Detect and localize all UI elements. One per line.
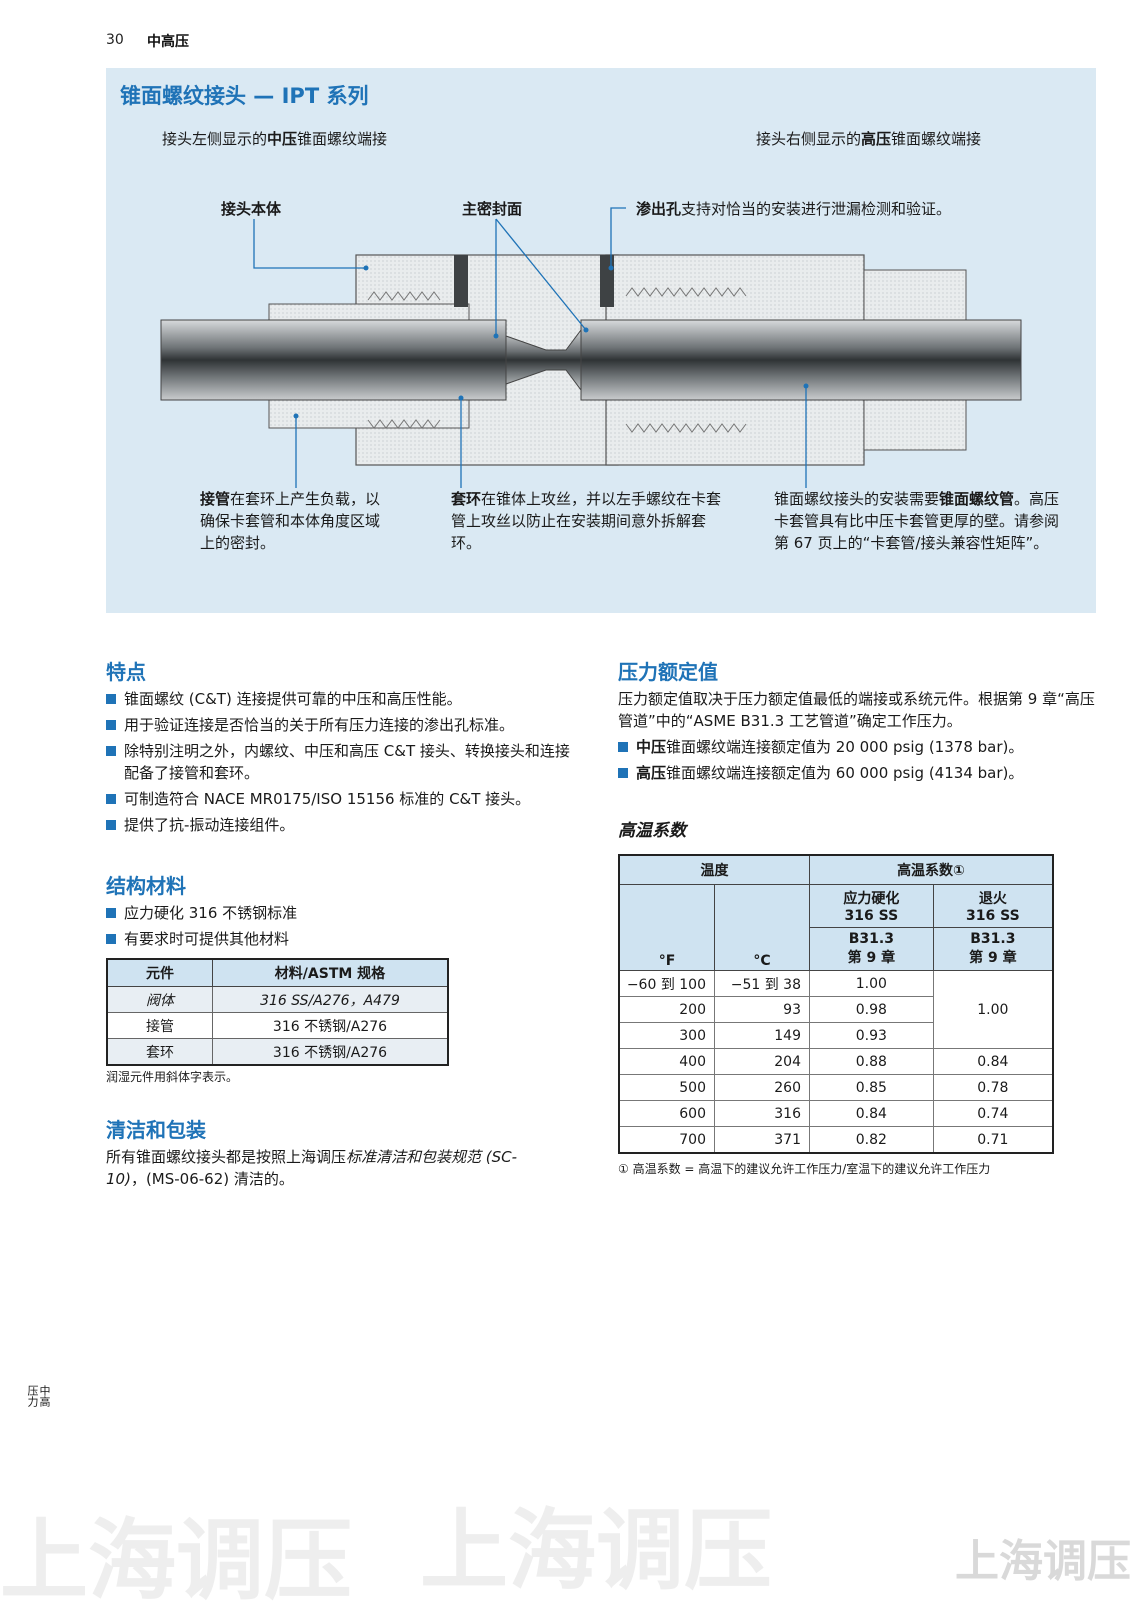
temp-c-cell: 316 [714, 1100, 810, 1127]
hardened-cell: 0.82 [809, 1126, 934, 1154]
annealed-cell: 0.74 [932, 1100, 1054, 1127]
temp-f-cell: 300 [618, 1022, 715, 1049]
annealed-cell: 0.78 [932, 1074, 1054, 1101]
temp-c-cell: 149 [714, 1022, 810, 1049]
temp-c-cell: 93 [714, 996, 810, 1023]
code-header-hardened: B31.3 第 9 章 [809, 927, 934, 971]
watermark-text: 上海调压 [420, 1499, 773, 1602]
hardened-cell: 0.98 [809, 996, 934, 1023]
figure-subtitle-left: 接头左侧显示的中压锥面螺纹端接 [162, 130, 388, 148]
part-cell: 阀体 [106, 986, 213, 1013]
list-item: 锥面螺纹 (C&T) 连接提供可靠的中压和高压性能。 [106, 688, 581, 710]
hardened-cell: 0.84 [809, 1100, 934, 1127]
code-header-annealed: B31.3 第 9 章 [932, 927, 1054, 971]
temp-c-cell: 260 [714, 1074, 810, 1101]
table-row: 700 371 0.82 0.71 [618, 1126, 1054, 1154]
column-header-f: °F [618, 884, 715, 971]
list-item: 提供了抗-振动连接组件。 [106, 814, 581, 836]
temp-f-cell: −60 到 100 [618, 970, 715, 997]
side-tab-label: 中高 压力 [26, 1385, 51, 1407]
column-header-hardened: 应力硬化 316 SS [809, 884, 934, 928]
column-header-c: °C [714, 884, 810, 971]
column-header: 高温系数① [809, 854, 1054, 885]
callout-tubing: 锥面螺纹接头的安装需要锥面螺纹管。高压卡套管具有比中压卡套管更厚的壁。请参阅第 … [774, 490, 1060, 552]
page-number: 30 [106, 32, 124, 48]
table-row: 阀体 316 SS/A276，A479 [106, 986, 449, 1013]
features-heading: 特点 [106, 660, 146, 684]
temp-c-cell: 204 [714, 1048, 810, 1075]
figure-subtitle-right: 接头右侧显示的高压锥面螺纹端接 [756, 130, 982, 148]
figure-panel: 锥面螺纹接头 — IPT 系列 接头左侧显示的中压锥面螺纹端接 接头右侧显示的高… [106, 68, 1096, 613]
list-item: 可制造符合 NACE MR0175/ISO 15156 标准的 C&T 接头。 [106, 788, 581, 810]
table-row: 500 260 0.85 0.78 [618, 1074, 1054, 1101]
table-row: 套环 316 不锈钢/A276 [106, 1038, 449, 1066]
column-header: 元件 [106, 958, 213, 987]
temp-f-cell: 400 [618, 1048, 715, 1075]
callout-gland: 接管在套环上产生负载，以确保卡套管和本体角度区域上的密封。 [200, 490, 381, 552]
list-item: 中压锥面螺纹端连接额定值为 20 000 psig (1378 bar)。 [618, 736, 1098, 758]
watermark-text: 上海调压 [0, 1509, 353, 1612]
temp-f-cell: 700 [618, 1126, 715, 1154]
list-item: 用于验证连接是否恰当的关于所有压力连接的渗出孔标准。 [106, 714, 581, 736]
temp-f-cell: 200 [618, 996, 715, 1023]
high-temp-heading: 高温系数 [618, 821, 686, 841]
pressure-text: 压力额定值取决于压力额定值最低的端接或系统元件。根据第 9 章“高压管道”中的“… [618, 690, 1095, 730]
watermark-logo: 上海调压 [955, 1536, 1131, 1587]
pressure-heading: 压力额定值 [618, 660, 718, 684]
material-cell: 316 SS/A276，A479 [212, 986, 449, 1013]
list-item: 应力硬化 316 不锈钢标准 [106, 902, 506, 924]
temp-f-cell: 600 [618, 1100, 715, 1127]
table-row: −60 到 100 −51 到 38 1.00 1.00 [618, 970, 1054, 1049]
part-cell: 套环 [106, 1038, 213, 1066]
callout-collar: 套环在锥体上攻丝，并以左手螺纹在卡套管上攻丝以防止在安装期间意外拆解套环。 [451, 490, 722, 552]
hardened-cell: 1.00 [809, 970, 934, 997]
label-weep-hole: 渗出孔支持对恰当的安装进行泄漏检测和验证。 [636, 200, 952, 218]
column-header: 材料/ASTM 规格 [212, 958, 449, 987]
materials-table: 元件 材料/ASTM 规格 阀体 316 SS/A276，A479 接管 316… [106, 958, 449, 1066]
annealed-cell: 0.84 [932, 1048, 1054, 1075]
materials-heading: 结构材料 [106, 874, 186, 898]
annealed-cell: 1.00 [932, 970, 1054, 1049]
hardened-cell: 0.88 [809, 1048, 934, 1075]
temp-c-cell: −51 到 38 [714, 970, 810, 997]
list-item: 除特别注明之外，内螺纹、中压和高压 C&T 接头、转换接头和连接配备了接管和套环… [106, 740, 581, 784]
features-list: 锥面螺纹 (C&T) 连接提供可靠的中压和高压性能。 用于验证连接是否恰当的关于… [106, 688, 581, 840]
table-row: 接管 316 不锈钢/A276 [106, 1012, 449, 1039]
table-row: 400 204 0.88 0.84 [618, 1048, 1054, 1075]
materials-list: 应力硬化 316 不锈钢标准 有要求时可提供其他材料 [106, 902, 506, 954]
hardened-cell: 0.85 [809, 1074, 934, 1101]
figure-title: 锥面螺纹接头 — IPT 系列 [120, 84, 369, 108]
column-header-annealed: 退火 316 SS [932, 884, 1054, 928]
table-header-row: 元件 材料/ASTM 规格 [106, 958, 449, 987]
high-temp-footnote: ① 高温系数 = 高温下的建议允许工作压力/室温下的建议允许工作压力 [618, 1162, 991, 1176]
temp-f-cell: 500 [618, 1074, 715, 1101]
section-name: 中高压 [147, 34, 189, 50]
list-item: 高压锥面螺纹端连接额定值为 60 000 psig (4134 bar)。 [618, 762, 1098, 784]
label-fitting-body: 接头本体 [221, 200, 282, 218]
temp-c-cell: 371 [714, 1126, 810, 1154]
high-temp-table: 温度 高温系数① °F °C 应力硬化 316 SS 退火 316 SS B31… [618, 854, 1054, 1154]
table-row: 600 316 0.84 0.74 [618, 1100, 1054, 1127]
material-cell: 316 不锈钢/A276 [212, 1038, 449, 1066]
hardened-cell: 0.93 [809, 1022, 934, 1049]
material-cell: 316 不锈钢/A276 [212, 1012, 449, 1039]
cleaning-text: 所有锥面螺纹接头都是按照上海调压标准清洁和包装规范 (SC-10)，(MS-06… [106, 1148, 518, 1188]
column-header: 温度 [618, 854, 810, 885]
label-main-seal: 主密封面 [462, 200, 523, 218]
annealed-cell: 0.71 [932, 1126, 1054, 1154]
part-cell: 接管 [106, 1012, 213, 1039]
cleaning-heading: 清洁和包装 [106, 1118, 206, 1142]
list-item: 有要求时可提供其他材料 [106, 928, 506, 950]
materials-note: 润湿元件用斜体字表示。 [106, 1070, 239, 1084]
table-row: 300 149 0.93 [618, 1022, 1053, 1049]
fitting-cross-section [160, 207, 1022, 488]
pressure-list: 中压锥面螺纹端连接额定值为 20 000 psig (1378 bar)。 高压… [618, 736, 1098, 788]
